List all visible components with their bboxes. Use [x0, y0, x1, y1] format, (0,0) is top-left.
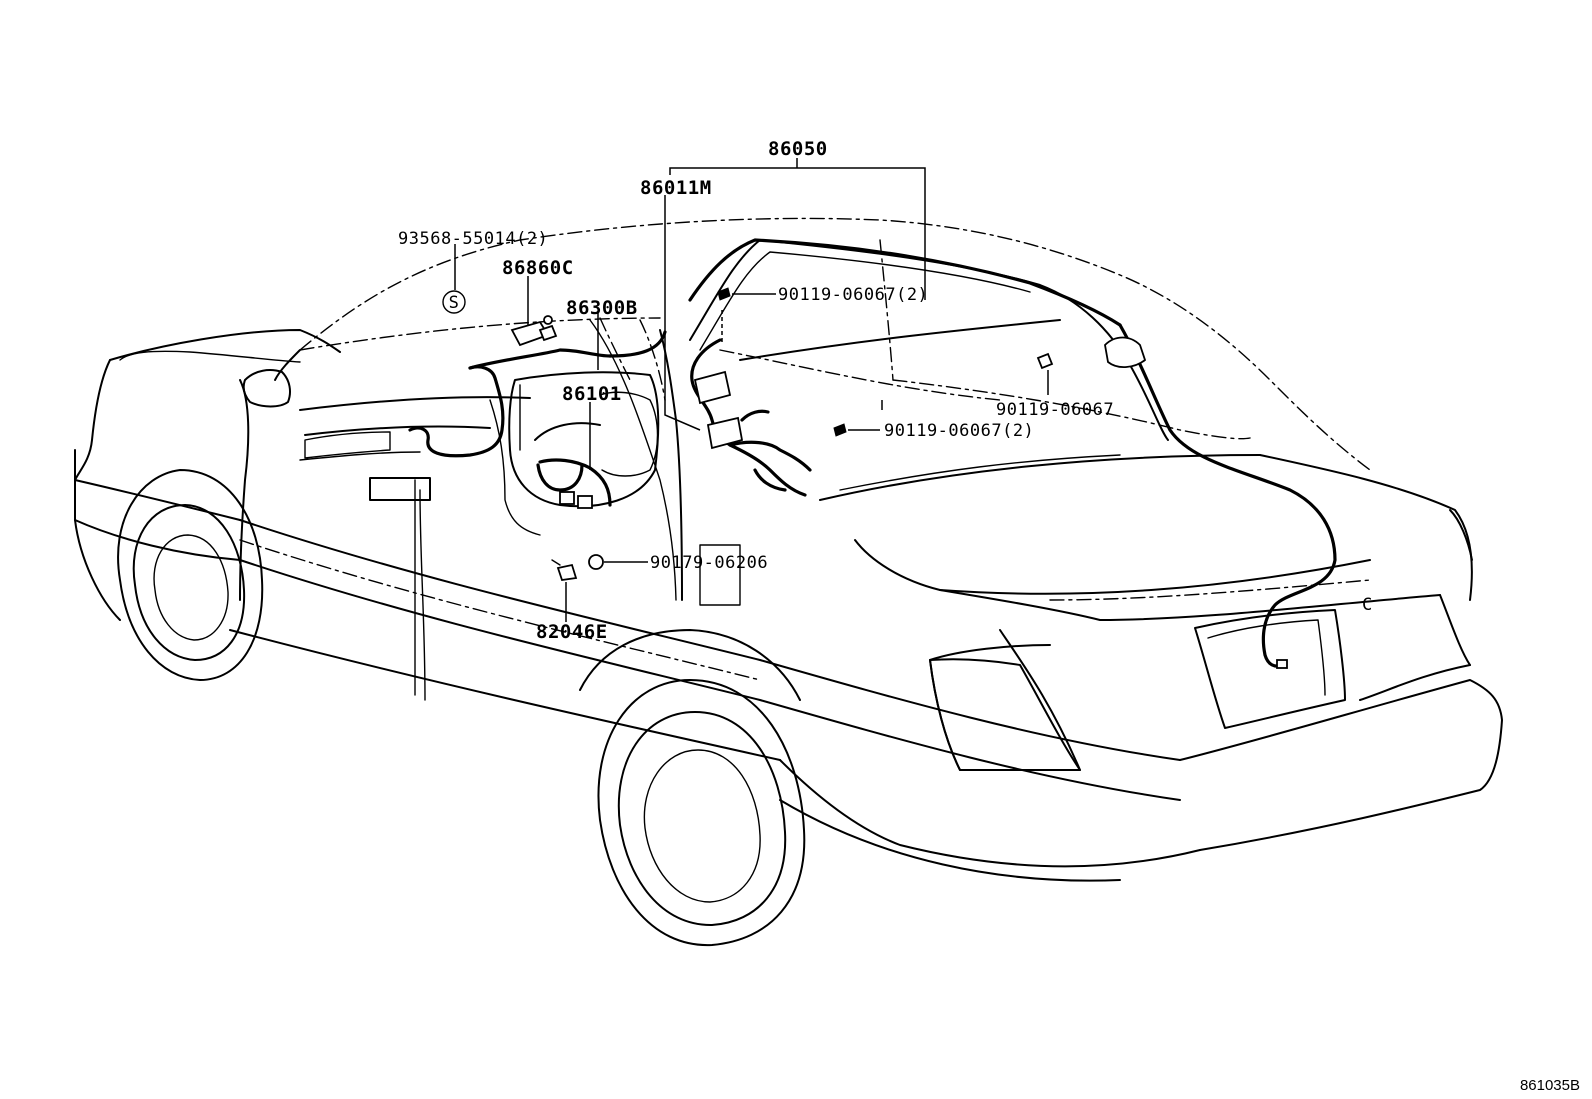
- label-90119-06067-2b: 90119-06067(2): [884, 421, 1034, 441]
- screw-90119-a: [717, 287, 731, 301]
- label-86300B: 86300B: [566, 297, 638, 319]
- part-labels: 86050 86011M 93568-55014(2) 86860C 86300…: [398, 138, 1373, 643]
- label-86050: 86050: [768, 138, 828, 160]
- rear-antenna-unit: [1104, 336, 1147, 368]
- symbol-s-text: S: [449, 293, 460, 313]
- label-86860C: 86860C: [502, 257, 574, 279]
- front-wheel: [117, 469, 264, 681]
- clamp-82046E: [556, 563, 578, 581]
- connector-2: [577, 495, 593, 509]
- label-93568-55014: 93568-55014(2): [398, 229, 548, 249]
- symbol-s-marker: S: [442, 290, 466, 314]
- components: [510, 287, 1288, 669]
- screw-90119-c: [833, 423, 847, 437]
- nut-90179: [588, 554, 604, 570]
- symbol-c-text: C: [1362, 595, 1373, 615]
- connector-1: [559, 491, 575, 505]
- diagram-id: 861035B: [1520, 1077, 1580, 1094]
- rear-wheel: [579, 629, 806, 947]
- label-86101: 86101: [562, 383, 622, 405]
- leader-lines: [454, 158, 1251, 622]
- label-90179-06206: 90179-06206: [650, 553, 768, 573]
- label-90119-06067: 90119-06067: [996, 400, 1114, 420]
- amplifier-unit: [693, 370, 732, 405]
- label-82046E: 82046E: [536, 621, 608, 643]
- label-86011M: 86011M: [640, 177, 712, 199]
- label-90119-06067-2a: 90119-06067(2): [778, 285, 928, 305]
- wiring-harness: [408, 238, 1337, 668]
- screw-90119-b: [1036, 352, 1054, 370]
- car-body: [74, 217, 1503, 882]
